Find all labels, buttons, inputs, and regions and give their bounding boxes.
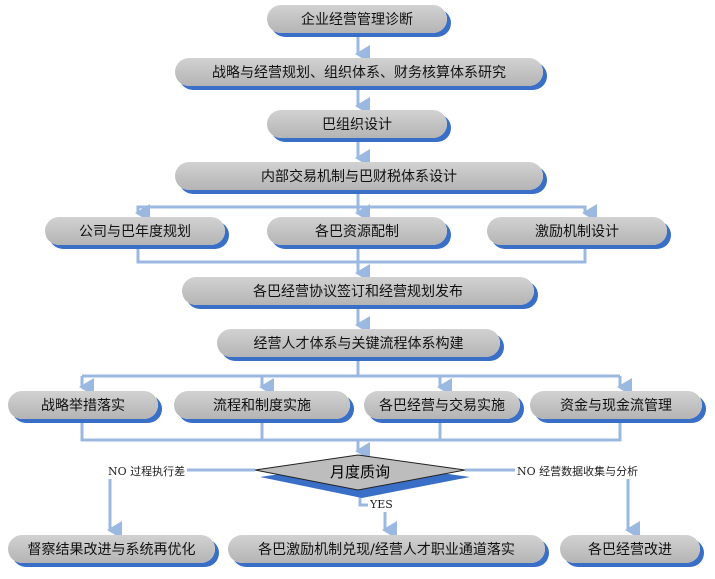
label-no-right: NO 经营数据收集与分析 xyxy=(515,463,641,479)
node-operation: 各巴经营与交易实施 xyxy=(364,391,520,419)
node-strategy: 战略与经营规划、组织体系、财务核算体系研究 xyxy=(175,58,543,86)
node-process: 流程和制度实施 xyxy=(174,391,350,419)
node-initiative: 战略举措落实 xyxy=(8,391,158,419)
node-agreement: 各巴经营协议签订和经营规划发布 xyxy=(182,277,534,305)
node-org-design: 巴组织设计 xyxy=(267,110,447,138)
label-yes: YES xyxy=(368,498,395,511)
node-diagnosis: 企业经营管理诊断 xyxy=(267,5,447,33)
node-supervise: 督察结果改进与系统再优化 xyxy=(8,535,215,563)
label-no-left: NO 过程执行差 xyxy=(106,463,188,479)
decision-diamond xyxy=(254,454,466,491)
node-cash: 资金与现金流管理 xyxy=(530,391,702,419)
node-monthly: 月度质询 xyxy=(329,462,390,481)
node-reward: 各巴激励机制兑现/经营人才职业通道落实 xyxy=(228,535,545,563)
node-internal-trade: 内部交易机制与巴财税体系设计 xyxy=(175,162,543,190)
node-talent: 经营人才体系与关键流程体系构建 xyxy=(217,329,500,357)
node-resource: 各巴资源配制 xyxy=(267,217,447,245)
node-improve: 各巴经营改进 xyxy=(560,535,700,563)
node-annual-plan: 公司与巴年度规划 xyxy=(45,217,225,245)
node-incentive: 激励机制设计 xyxy=(487,217,667,245)
